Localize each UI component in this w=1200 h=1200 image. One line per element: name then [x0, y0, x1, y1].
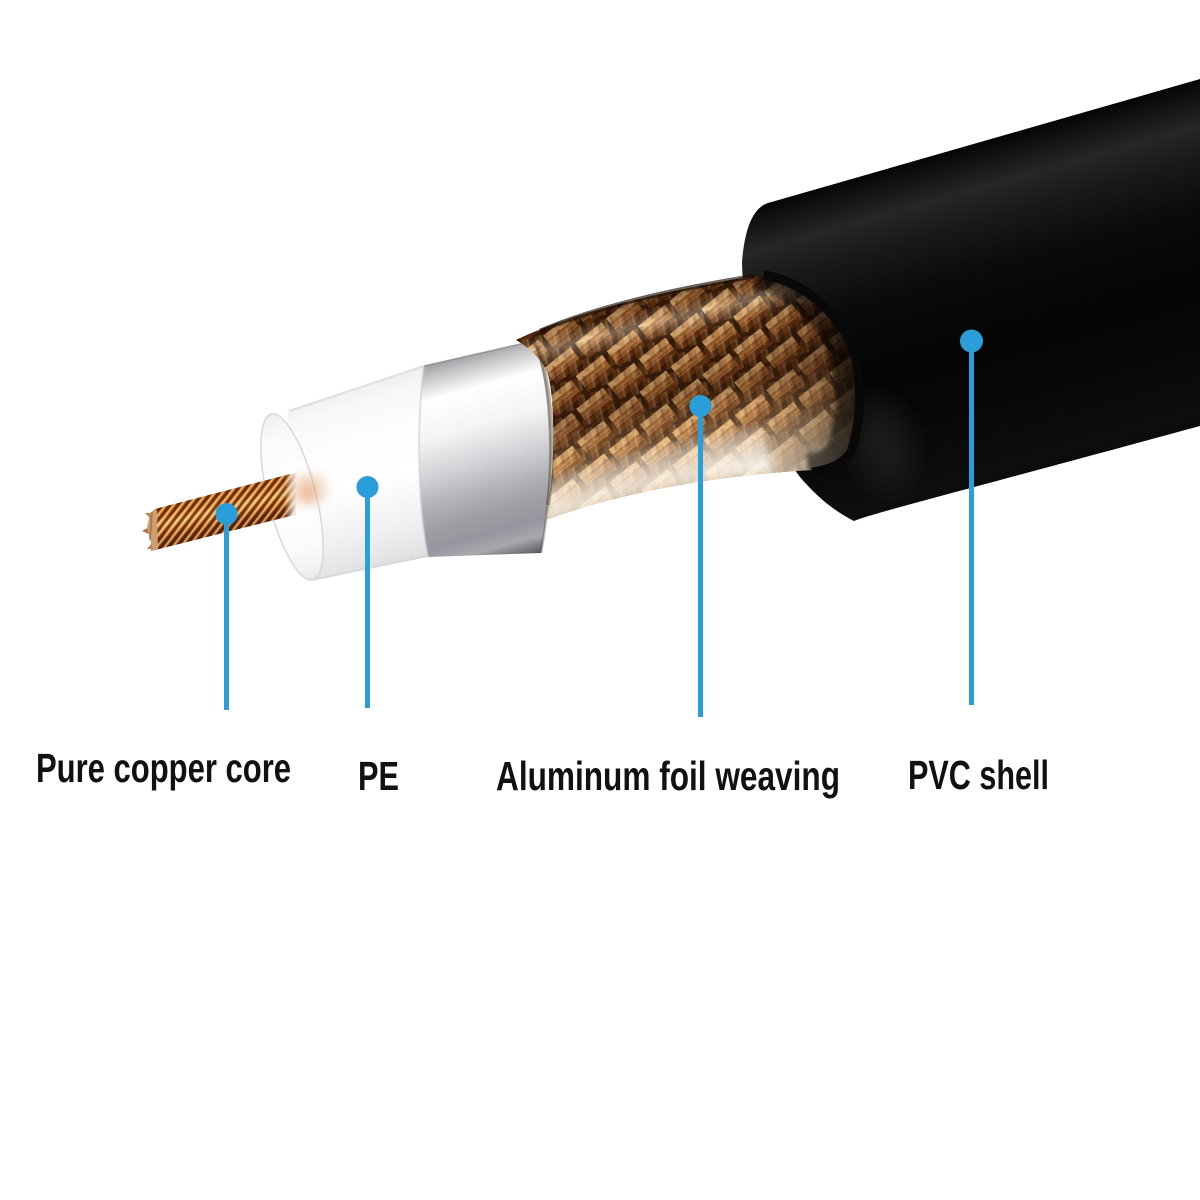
svg-text:Pure copper core: Pure copper core [36, 745, 291, 791]
svg-text:PVC shell: PVC shell [908, 752, 1049, 798]
svg-text:PE: PE [358, 753, 399, 799]
svg-text:Aluminum foil weaving: Aluminum foil weaving [496, 753, 840, 799]
